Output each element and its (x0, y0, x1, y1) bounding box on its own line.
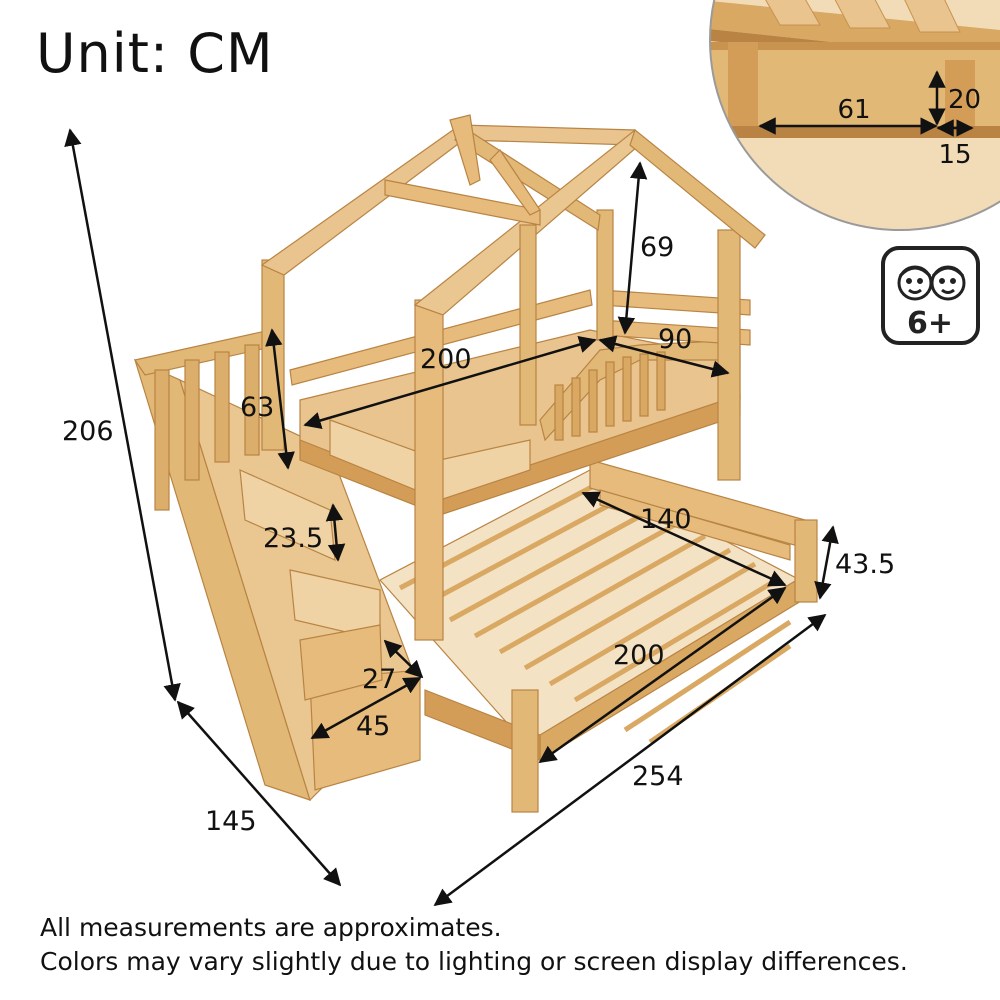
dim-arrow-depth (176, 700, 342, 887)
dim-step-depth: 27 (362, 664, 396, 695)
dim-detail-thickness: 15 (938, 140, 971, 170)
dim-length: 254 (632, 761, 684, 792)
dim-arrow-guardrail-height (265, 328, 295, 470)
dim-lower-rail-height: 43.5 (835, 549, 895, 580)
dim-step-width: 45 (356, 711, 390, 742)
detail-inset: 61 20 15 (709, 0, 1000, 231)
dim-detail-height: 20 (948, 85, 981, 115)
dim-lower-length: 200 (613, 640, 665, 671)
dimension-arrows (64, 128, 839, 907)
dim-arrow-roof-height (617, 161, 648, 335)
dim-arrow-step-depth (383, 639, 424, 679)
dim-depth: 145 (205, 806, 257, 837)
dim-arrow-upper-width (598, 335, 730, 378)
age-badge: 6+ (881, 246, 980, 345)
dim-arrow-upper-length (303, 336, 597, 429)
dim-roof-height: 69 (640, 232, 674, 263)
dim-upper-length: 200 (420, 344, 472, 375)
children-faces-icon (897, 265, 966, 301)
dim-overall-height: 206 (62, 416, 114, 447)
disclaimer-colors: Colors may vary slightly due to lighting… (40, 947, 908, 976)
dim-arrow-lower-length (538, 586, 787, 764)
dim-arrow-step-width (310, 676, 422, 740)
age-badge-label: 6+ (907, 306, 953, 341)
dim-step-height: 23.5 (263, 523, 323, 554)
dim-arrow-lower-width (581, 491, 787, 587)
dim-arrow-lower-rail-height (814, 525, 839, 600)
disclaimer-measurements: All measurements are approximates. (40, 913, 502, 942)
dim-detail-length: 61 (837, 95, 870, 125)
dim-arrow-overall-height (64, 128, 181, 702)
dim-arrow-step-height (325, 503, 346, 562)
bed-illustration (134, 114, 818, 813)
dim-lower-width: 140 (640, 504, 692, 535)
dim-guardrail-height: 63 (240, 392, 274, 423)
dim-upper-width: 90 (658, 324, 692, 355)
unit-title: Unit: CM (36, 22, 274, 85)
